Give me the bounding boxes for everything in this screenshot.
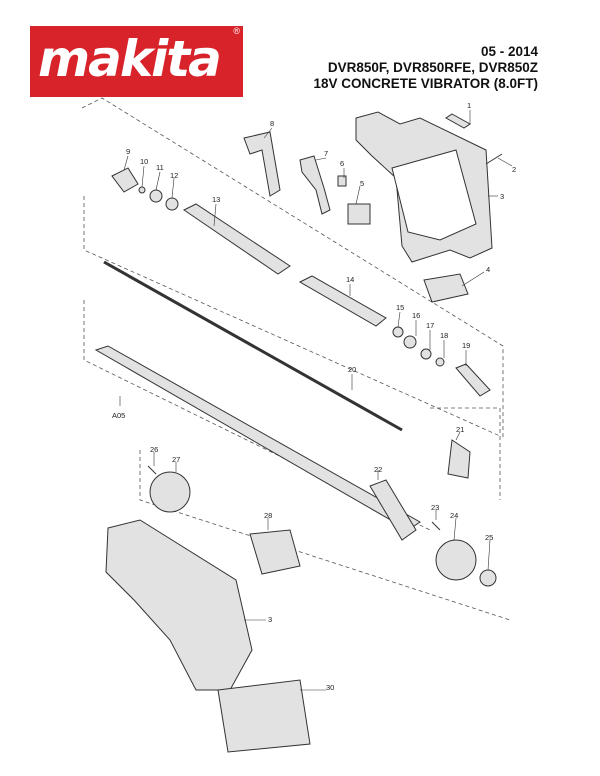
outline-coupling-group	[430, 407, 501, 500]
callout-20: 20	[348, 365, 356, 374]
shaft-14	[298, 275, 387, 327]
part-callouts: 1 2 3 4 5 6 7 8 9 10 11 12 13 14 15 16 1…	[112, 101, 516, 692]
housing-cutout	[391, 149, 477, 241]
flex-shaft	[103, 260, 403, 432]
screw-2	[485, 153, 503, 165]
screw-26	[147, 465, 157, 475]
spring	[337, 175, 347, 187]
callout-28: 28	[264, 511, 272, 520]
nose-cap	[111, 167, 139, 193]
callout-8: 8	[270, 119, 274, 128]
callout-14: 14	[346, 275, 354, 284]
switch-block	[347, 203, 371, 225]
bearing-25	[479, 569, 497, 587]
callout-22: 22	[374, 465, 382, 474]
hose-parts	[94, 345, 471, 541]
callout-12: 12	[170, 171, 178, 180]
makita-logo: makita ®	[30, 26, 243, 97]
outline-lower-group	[139, 450, 511, 621]
leader-lines	[119, 110, 513, 691]
bearing-12	[165, 197, 179, 211]
callout-17: 17	[426, 321, 434, 330]
screw-23	[431, 521, 441, 531]
callout-21: 21	[456, 425, 464, 434]
flange-24	[435, 539, 477, 581]
battery-cover	[217, 679, 311, 753]
document-date: 05 - 2014	[480, 44, 538, 59]
product-title: 18V CONCRETE VIBRATOR (8.0FT)	[313, 76, 538, 91]
registered-mark: ®	[233, 26, 240, 36]
upper-parts	[111, 111, 503, 303]
callout-5: 5	[360, 179, 364, 188]
callout-23: 23	[431, 503, 439, 512]
outer-hose	[94, 345, 421, 531]
trigger	[299, 155, 331, 215]
callout-26: 26	[150, 445, 158, 454]
outline-upper-group	[81, 97, 504, 440]
model-numbers: DVR850F, DVR850RFE, DVR850Z	[327, 60, 538, 75]
callout-19: 19	[462, 341, 470, 350]
callout-6: 6	[340, 159, 344, 168]
sleeve-19	[455, 363, 491, 397]
shaft-parts	[103, 260, 491, 432]
callout-24: 24	[450, 511, 458, 520]
callout-13: 13	[212, 195, 220, 204]
label-plate	[445, 113, 471, 129]
callout-25: 25	[485, 533, 493, 542]
callout-3-lower: 3	[268, 615, 272, 624]
sleeve-13	[183, 203, 291, 275]
ring-18	[435, 357, 445, 367]
washer-15	[392, 326, 404, 338]
lower-parts	[105, 465, 497, 753]
callout-15: 15	[396, 303, 404, 312]
callout-7: 7	[324, 149, 328, 158]
callout-1: 1	[467, 101, 471, 110]
callout-2: 2	[512, 165, 516, 174]
callout-3-upper: 3	[500, 192, 504, 201]
callout-10: 10	[140, 157, 148, 166]
callout-16: 16	[412, 311, 420, 320]
bearing-11	[149, 189, 163, 203]
motor-28	[249, 529, 301, 575]
lock-lever	[243, 131, 281, 197]
outline-shaft-group	[83, 196, 501, 437]
bearing-16	[403, 335, 417, 349]
coupling-21	[447, 439, 471, 479]
handle-housing	[105, 519, 253, 691]
switch-plate	[423, 273, 469, 303]
callout-9: 9	[126, 147, 130, 156]
ring-10	[138, 186, 146, 194]
flange-27	[149, 471, 191, 513]
ring-17	[420, 348, 432, 360]
logo-wordmark: makita	[38, 30, 222, 88]
head-22	[369, 479, 417, 541]
callout-27: 27	[172, 455, 180, 464]
callout-18: 18	[440, 331, 448, 340]
callout-4: 4	[486, 265, 490, 274]
callout-a05: A05	[112, 411, 125, 420]
callout-30: 30	[326, 683, 334, 692]
callout-11: 11	[156, 163, 164, 172]
